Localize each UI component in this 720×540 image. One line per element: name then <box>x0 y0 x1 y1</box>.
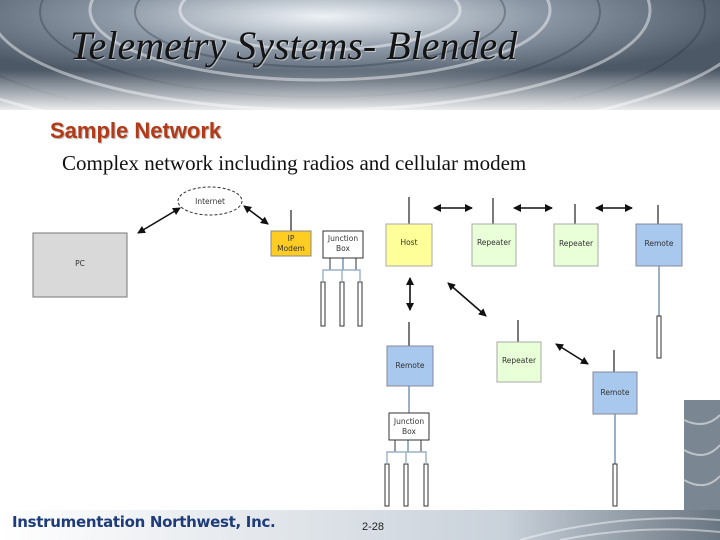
probe-1 <box>320 281 326 327</box>
junction-top-wires <box>329 258 357 270</box>
slide-subtitle: Sample Network <box>50 118 222 143</box>
pc-node: PC <box>32 232 128 298</box>
probe-6 <box>384 463 390 507</box>
remote-left-label: Remote <box>396 361 425 370</box>
modem-label-line2: Modem <box>277 244 305 253</box>
modem-label-line1: IP <box>288 234 295 243</box>
repeater-node-1: Repeater <box>471 223 517 267</box>
host-node: Host <box>385 223 433 267</box>
ip-modem-node: IP Modem <box>270 230 312 257</box>
junction-box-top: Junction Box <box>322 230 364 259</box>
slide-title: Telemetry Systems- Blended <box>70 23 518 68</box>
arrow-repeater-mid-remote-mid <box>555 343 589 365</box>
junction-box-bottom: Junction Box <box>388 412 430 441</box>
host-label: Host <box>400 238 417 247</box>
repeater-1-label: Repeater <box>477 238 512 247</box>
probe-2 <box>339 281 345 327</box>
repeater-2-label: Repeater <box>559 239 594 248</box>
probe-3 <box>357 281 363 327</box>
probe-5 <box>612 463 618 507</box>
probe-7 <box>403 463 409 507</box>
arrow-internet-pc <box>137 207 181 234</box>
pc-label: PC <box>75 259 85 268</box>
remote-mid-label: Remote <box>601 388 630 397</box>
arrow-internet-modem <box>243 205 269 225</box>
slide-description: Complex network including radios and cel… <box>62 151 527 175</box>
remote-node-right: Remote <box>635 223 683 267</box>
arrow-host-repeater-mid <box>447 282 487 317</box>
company-logo: Instrumentation Northwest, Inc. <box>12 513 276 531</box>
junction-bottom-wires <box>394 440 422 452</box>
junction-top-line2: Box <box>336 244 351 253</box>
internet-label: Internet <box>195 197 225 206</box>
repeater-node-mid: Repeater <box>496 341 542 383</box>
repeater-mid-label: Repeater <box>502 356 537 365</box>
junction-bottom-line1: Junction <box>393 417 424 426</box>
page-number: 2-28 <box>362 521 385 533</box>
remote-node-mid: Remote <box>592 371 638 415</box>
internet-node: Internet <box>177 186 243 216</box>
remote-node-left: Remote <box>386 345 434 387</box>
remote-right-label: Remote <box>645 239 674 248</box>
junction-top-line1: Junction <box>327 234 358 243</box>
probe-4 <box>656 315 662 359</box>
repeater-node-2: Repeater <box>553 223 599 267</box>
probe-8 <box>423 463 429 507</box>
junction-bottom-line2: Box <box>402 427 417 436</box>
